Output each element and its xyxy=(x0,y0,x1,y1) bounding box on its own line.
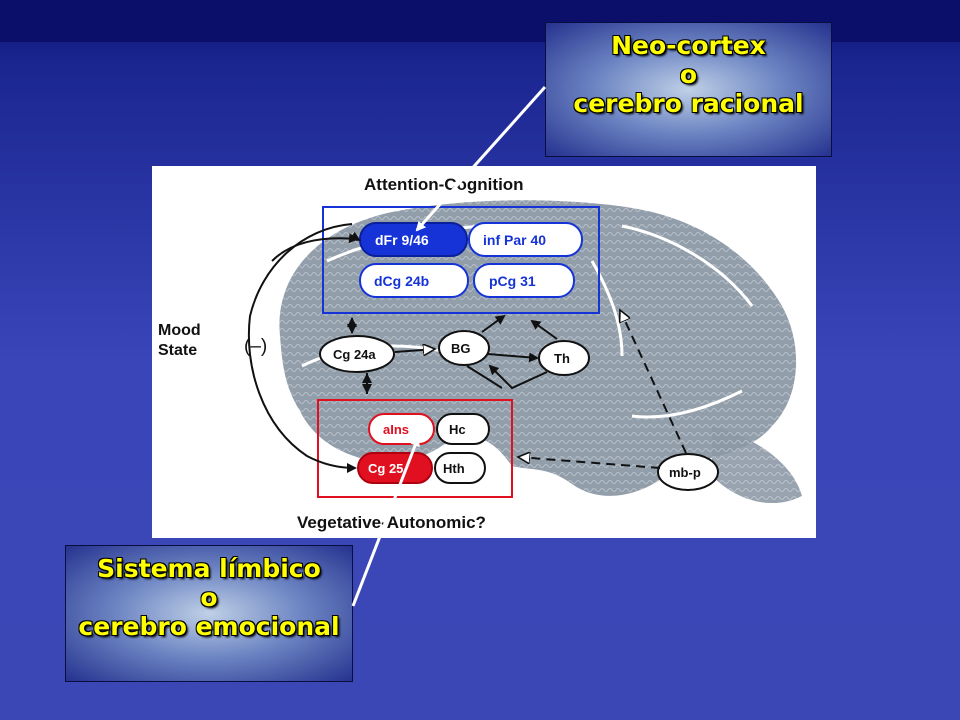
brain-diagram: Attention-Cognition Vegetative-Autonomic… xyxy=(152,166,816,538)
node-hth-label: Hth xyxy=(443,461,465,476)
neocortex-line2: o xyxy=(679,60,698,89)
node-dcg-label: dCg 24b xyxy=(374,273,429,289)
state-label: State xyxy=(158,342,197,359)
node-cg24a: Cg 24a xyxy=(319,335,395,373)
limbic-label: Sistema límbico o cerebro emocional xyxy=(65,545,353,682)
bottom-title: Vegetative-Autonomic? xyxy=(297,513,486,532)
neocortex-label: Neo-cortex o cerebro racional xyxy=(545,22,832,157)
node-bg-label: BG xyxy=(451,341,471,356)
node-pcg-label: pCg 31 xyxy=(489,273,536,289)
node-th-label: Th xyxy=(554,351,570,366)
node-pcg: pCg 31 xyxy=(473,263,575,298)
node-th: Th xyxy=(538,340,590,376)
inhibition-sign: (–) xyxy=(244,336,267,357)
node-cg25: Cg 25 xyxy=(357,452,433,484)
brain-diagram-svg: Attention-Cognition Vegetative-Autonomic… xyxy=(158,175,802,532)
node-dfr: dFr 9/46 xyxy=(359,222,468,257)
limbic-line3: cerebro emocional xyxy=(78,612,340,641)
node-hc-label: Hc xyxy=(449,422,466,437)
node-hc: Hc xyxy=(436,413,490,445)
mbp-to-cognition xyxy=(620,310,687,454)
node-hth: Hth xyxy=(434,452,486,484)
node-bg: BG xyxy=(438,330,490,366)
node-cg25-label: Cg 25 xyxy=(368,461,403,476)
mood-arrow-top xyxy=(271,233,359,262)
node-mbp: mb-p xyxy=(657,453,719,491)
node-mbp-label: mb-p xyxy=(669,465,701,480)
node-dfr-label: dFr 9/46 xyxy=(375,232,429,248)
node-ains: aIns xyxy=(368,413,435,445)
node-cg24a-label: Cg 24a xyxy=(333,347,376,362)
mbp-to-autonomic xyxy=(518,457,661,469)
neocortex-line1: Neo-cortex xyxy=(611,31,766,60)
node-infpar-label: inf Par 40 xyxy=(483,232,546,248)
limbic-line1: Sistema límbico xyxy=(97,554,321,583)
node-infpar: inf Par 40 xyxy=(468,222,583,257)
mood-label: Mood xyxy=(158,322,201,339)
node-dcg: dCg 24b xyxy=(359,263,469,298)
node-ains-label: aIns xyxy=(383,422,409,437)
neocortex-line3: cerebro racional xyxy=(573,89,804,118)
limbic-line2: o xyxy=(200,583,218,612)
top-title: Attention-Cognition xyxy=(364,175,524,194)
